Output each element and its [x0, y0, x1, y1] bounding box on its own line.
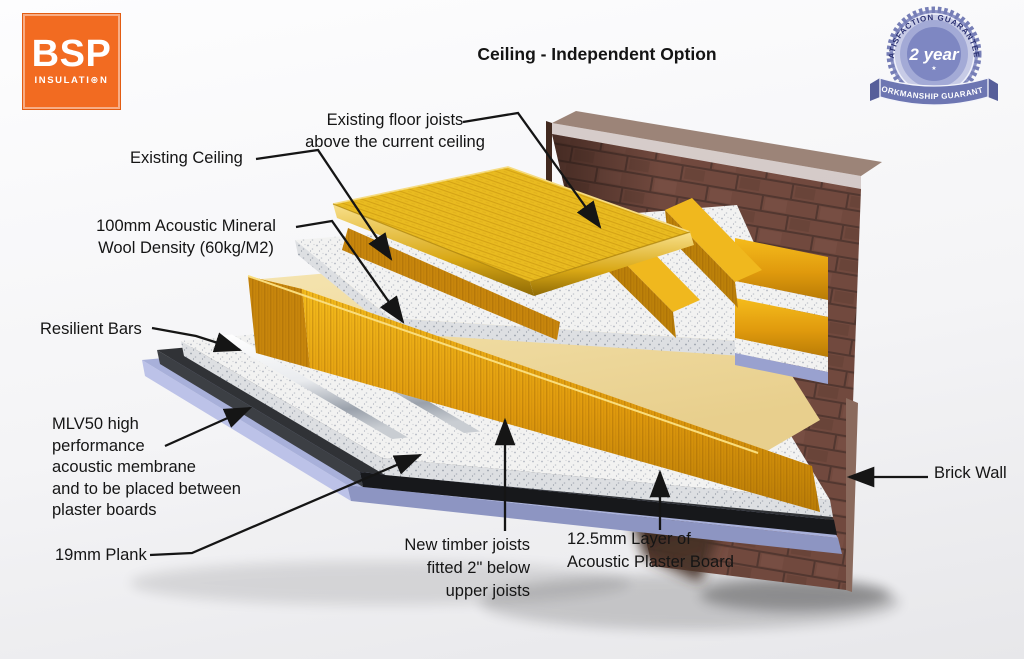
logo-subtitle: INSULATI⊛N: [34, 75, 109, 86]
leader-mlv50: [164, 406, 253, 448]
wall-side-lit: [846, 398, 858, 592]
badge-ribbon: [879, 77, 989, 106]
badge-center-text: 2 year: [908, 45, 960, 64]
label-mlv50: MLV50 high performance acoustic membrane…: [52, 415, 241, 519]
badge-ribbon-right-tail: [988, 78, 998, 101]
badge-ribbon-left-tail: [870, 78, 880, 101]
leader-existing-floor-joists: [462, 111, 602, 229]
page-title: Ceiling - Independent Option: [477, 44, 717, 64]
label-plaster-board: 12.5mm Layer of Acoustic Plaster Board: [567, 530, 734, 571]
wall-cap-top: [552, 111, 882, 176]
badge-center-star: ★: [931, 65, 936, 72]
existing-joist-under-panel: [342, 228, 560, 340]
leader-existing-ceiling: [255, 148, 393, 261]
guarantee-badge: ★ SATISFACTION GUARANTEED ★ 2 year ★ WOR…: [862, 2, 998, 106]
floor-shadows: [130, 561, 900, 630]
logo-name: BSP: [31, 33, 112, 75]
bsp-logo: BSP INSULATI⊛N: [22, 13, 121, 110]
label-new-timber-joists: New timber joists fitted 2" below upper …: [404, 536, 530, 600]
wall-end-stack: [735, 238, 828, 384]
label-resilient-bars: Resilient Bars: [40, 320, 142, 338]
label-mineral-wool: 100mm Acoustic Mineral Wool Density (60k…: [96, 217, 276, 257]
label-19mm-plank: 19mm Plank: [55, 546, 147, 564]
leader-resilient-bars: [151, 326, 243, 353]
label-existing-ceiling: Existing Ceiling: [130, 149, 243, 167]
leader-mineral-wool: [295, 219, 405, 324]
leader-19mm-plank: [149, 453, 423, 557]
label-brick-wall: Brick Wall: [934, 464, 1007, 482]
label-existing-floor-joists: Existing floor joists above the current …: [305, 111, 485, 151]
leader-lines: [149, 111, 928, 557]
existing-floor-panel: [332, 166, 694, 296]
new-timber-joist: [247, 275, 820, 512]
wall-cap-front: [552, 123, 861, 191]
badge-center-disk: [907, 27, 961, 81]
